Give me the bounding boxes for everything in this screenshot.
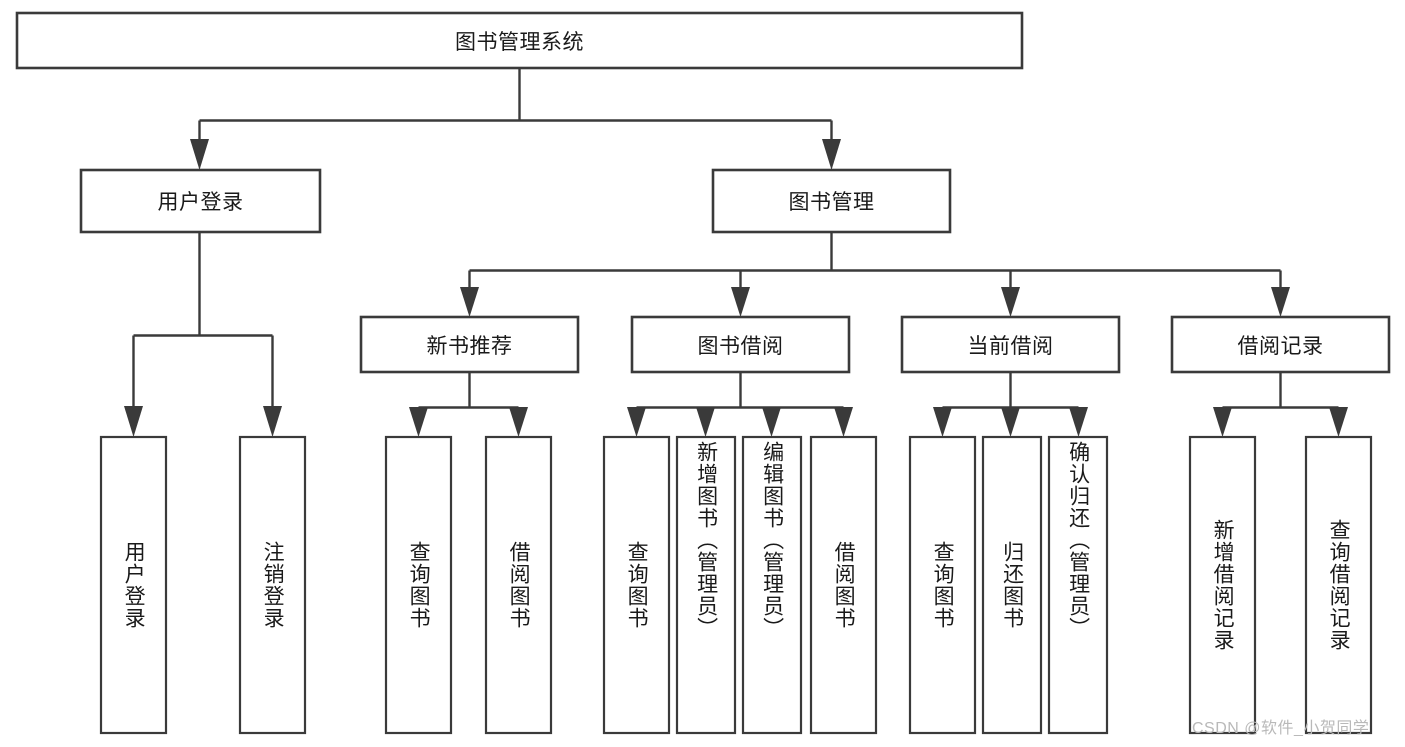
arrow-head-current-1: [933, 407, 952, 437]
leaf-box-borrow-query-book[interactable]: [602, 435, 671, 735]
arrow-head-borrow-4: [834, 407, 853, 437]
arrow-head-root-to-book-manage: [822, 139, 841, 170]
leaf-box-user-login-login[interactable]: [99, 435, 168, 735]
node-box-root[interactable]: [15, 11, 1024, 70]
leaf-box-borrow-edit-book[interactable]: [741, 435, 803, 735]
leaf-box-record-query-record[interactable]: [1304, 435, 1373, 735]
arrow-head-record-1: [1213, 407, 1232, 437]
arrow-head-recommend-2: [509, 407, 528, 437]
node-box-book-borrow[interactable]: [630, 315, 851, 374]
leaf-box-user-login-logout[interactable]: [238, 435, 307, 735]
csdn-watermark: CSDN @软件_小贺同学: [1192, 720, 1370, 737]
arrow-head-root-to-user-login: [190, 139, 209, 170]
arrow-head-borrow-1: [627, 407, 646, 437]
arrow-head-borrow-2: [696, 407, 715, 437]
node-box-user-login[interactable]: [79, 168, 322, 234]
leaf-box-borrow-add-book[interactable]: [675, 435, 737, 735]
node-box-new-book-recommend[interactable]: [359, 315, 580, 374]
leaf-box-current-query-book[interactable]: [908, 435, 977, 735]
arrow-head-user-login-1: [124, 406, 143, 437]
leaf-box-current-confirm-return[interactable]: [1047, 435, 1109, 735]
arrow-head-current-3: [1069, 407, 1088, 437]
node-box-borrow-record[interactable]: [1170, 315, 1391, 374]
node-box-current-borrow[interactable]: [900, 315, 1121, 374]
leaf-box-current-return-book[interactable]: [981, 435, 1043, 735]
arrow-head-book-manage-3: [1001, 287, 1020, 317]
arrow-head-recommend-1: [409, 407, 428, 437]
arrow-head-book-manage-2: [731, 287, 750, 317]
arrow-head-book-manage-4: [1271, 287, 1290, 317]
arrow-head-record-2: [1329, 407, 1348, 437]
leaf-box-recommend-query-book[interactable]: [384, 435, 453, 735]
arrow-head-book-manage-1: [460, 287, 479, 317]
node-box-book-manage[interactable]: [711, 168, 952, 234]
leaf-box-borrow-borrow-book[interactable]: [809, 435, 878, 735]
arrow-head-current-2: [1001, 407, 1020, 437]
leaf-box-recommend-borrow-book[interactable]: [484, 435, 553, 735]
arrow-head-borrow-3: [762, 407, 781, 437]
leaf-box-record-add-record[interactable]: [1188, 435, 1257, 735]
arrow-head-user-login-2: [263, 406, 282, 437]
